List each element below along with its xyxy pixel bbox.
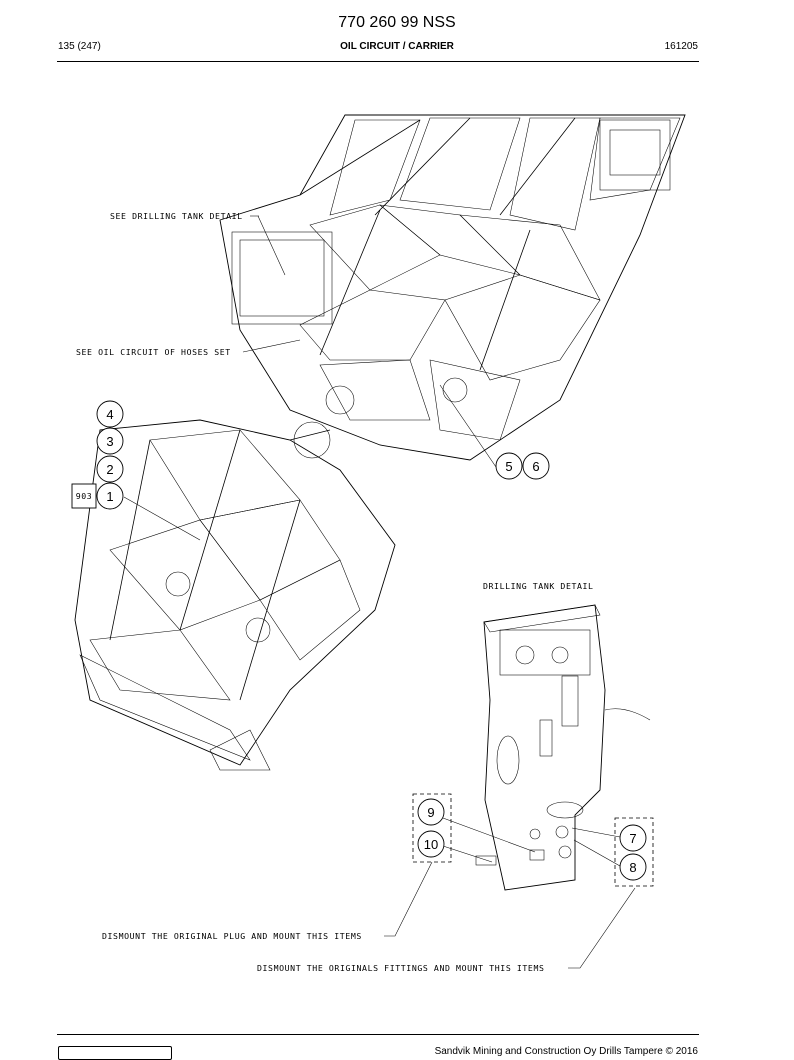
document-date: 161205 [664, 41, 698, 52]
callouts: 4 3 2 1 5 6 9 10 7 8 [96, 400, 647, 881]
footer-rule [57, 1034, 699, 1035]
callout-8 [619, 853, 647, 881]
header-rule [57, 61, 699, 62]
callout-3-label: 3 [106, 434, 113, 449]
item-group-frame-right [614, 817, 654, 887]
footer-copyright: Sandvik Mining and Construction Oy Drill… [434, 1046, 698, 1057]
callout-5 [495, 452, 523, 480]
note-dismount-fittings: DISMOUNT THE ORIGINALS FITTINGS AND MOUN… [257, 963, 545, 973]
page-title: OIL CIRCUIT / CARRIER [340, 41, 454, 52]
reference-box-label: 903 [76, 491, 93, 501]
reference-box [71, 483, 97, 509]
drilling-tank-drawing [475, 604, 651, 891]
callout-2 [96, 455, 124, 483]
callout-3 [96, 427, 124, 455]
page-number: 135 (247) [58, 41, 101, 52]
carrier-frame-upper [219, 114, 686, 461]
carrier-frame-lower [74, 419, 396, 771]
callout-10-label: 10 [424, 837, 438, 852]
callout-9 [417, 798, 445, 826]
callout-4-label: 4 [106, 407, 113, 422]
callout-5-label: 5 [505, 459, 512, 474]
callout-6 [522, 452, 550, 480]
callout-1-label: 1 [106, 489, 113, 504]
callout-6-label: 6 [532, 459, 539, 474]
company-logo [58, 1046, 172, 1060]
callout-8-label: 8 [629, 860, 636, 875]
item-group-frame-left [412, 793, 452, 863]
callout-2-label: 2 [106, 462, 113, 477]
callout-7-label: 7 [629, 831, 636, 846]
drawing-notes: SEE DRILLING TANK DETAIL SEE OIL CIRCUIT… [76, 211, 594, 973]
note-drilling-tank: SEE DRILLING TANK DETAIL [110, 211, 243, 221]
callout-9-label: 9 [427, 805, 434, 820]
note-detail-title: DRILLING TANK DETAIL [483, 581, 594, 591]
callout-1 [96, 482, 124, 510]
callout-7 [619, 824, 647, 852]
note-oil-circuit: SEE OIL CIRCUIT OF HOSES SET [76, 347, 231, 357]
callout-10 [417, 830, 445, 858]
callout-4 [96, 400, 124, 428]
note-dismount-plug: DISMOUNT THE ORIGINAL PLUG AND MOUNT THI… [102, 931, 362, 941]
leader-lines [123, 215, 636, 969]
document-number: 770 260 99 NSS [338, 14, 456, 31]
